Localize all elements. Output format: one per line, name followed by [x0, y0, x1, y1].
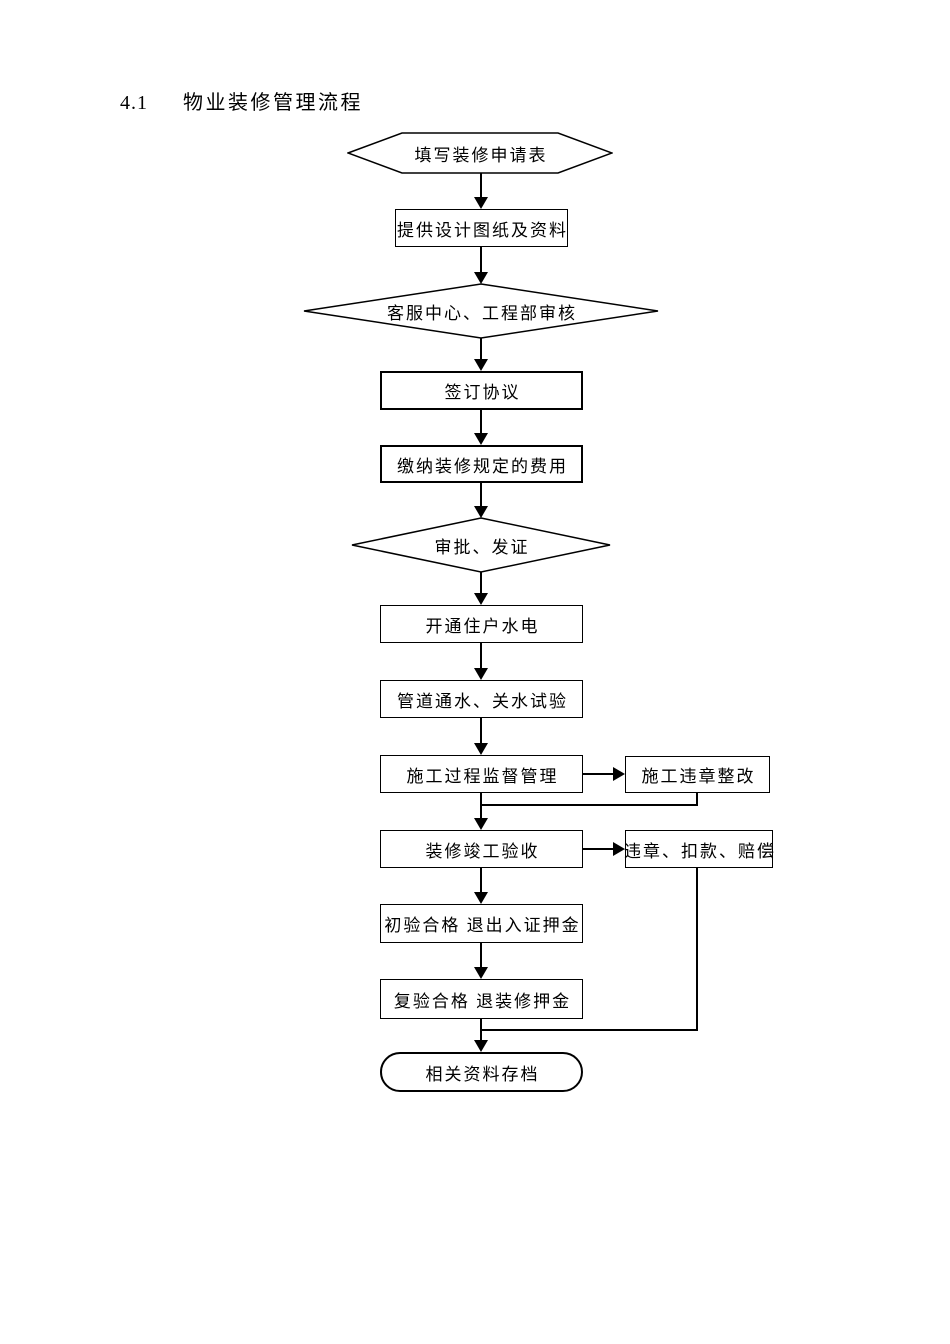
flow-node-label: 施工过程监督管理	[406, 766, 559, 786]
connector-line	[480, 943, 482, 968]
feedback-line-vertical	[696, 793, 698, 806]
arrowhead-down	[474, 506, 488, 518]
connector-line	[480, 247, 482, 273]
arrowhead-down	[474, 272, 488, 284]
flow-node-provide-drawings: 提供设计图纸及资料	[395, 209, 568, 247]
flow-node-penalty: 违章、扣款、赔偿	[624, 830, 776, 868]
connector-line	[583, 848, 616, 850]
flow-node-review: 客服中心、工程部审核	[303, 283, 659, 339]
connector-line	[480, 1019, 482, 1041]
arrowhead-down	[474, 359, 488, 371]
flow-node-label: 复验合格 退装修押金	[393, 991, 572, 1011]
flow-node-recheck-pass: 复验合格 退装修押金	[380, 979, 583, 1019]
flow-node-label: 客服中心、工程部审核	[387, 303, 577, 323]
connector-line	[480, 338, 482, 360]
flow-node-completion-acceptance: 装修竣工验收	[380, 830, 583, 868]
connector-line	[480, 483, 482, 507]
flow-node-label: 施工违章整改	[641, 767, 756, 786]
arrowhead-right	[613, 767, 625, 781]
connector-line	[480, 793, 482, 819]
feedback-line-horizontal	[480, 804, 698, 806]
hexagon-shape	[347, 132, 613, 174]
flow-node-label: 审批、发证	[434, 537, 530, 557]
flow-node-label: 开通住户水电	[425, 616, 540, 636]
flow-node-label: 违章、扣款、赔偿	[624, 841, 776, 861]
feedback-line-vertical	[696, 868, 698, 1031]
flow-node-label: 填写装修申请表	[414, 145, 548, 165]
flow-node-pipe-test: 管道通水、关水试验	[380, 680, 583, 718]
flow-node-open-utilities: 开通住户水电	[380, 605, 583, 643]
connector-line	[480, 868, 482, 893]
flow-node-supervision: 施工过程监督管理	[380, 755, 583, 793]
connector-line	[480, 173, 482, 198]
page-title: 物业装修管理流程	[183, 92, 363, 114]
flow-node-archive: 相关资料存档	[380, 1052, 583, 1092]
flow-node-label: 相关资料存档	[425, 1064, 540, 1084]
arrowhead-down	[474, 967, 488, 979]
flow-node-label: 缴纳装修规定的费用	[397, 456, 568, 476]
arrowhead-right	[613, 842, 625, 856]
arrowhead-down	[474, 743, 488, 755]
flow-node-label: 初验合格 退出入证押金	[384, 916, 581, 935]
section-heading: 4.1 物业装修管理流程	[120, 86, 363, 115]
flow-node-label: 签订协议	[444, 383, 521, 402]
arrowhead-down	[474, 818, 488, 830]
flow-node-label: 提供设计图纸及资料	[397, 220, 568, 240]
connector-line	[480, 643, 482, 669]
flow-node-initial-pass: 初验合格 退出入证押金	[380, 904, 583, 943]
feedback-line-horizontal	[480, 1029, 698, 1031]
arrowhead-down	[474, 668, 488, 680]
connector-line	[480, 718, 482, 744]
connector-line	[583, 773, 616, 775]
arrowhead-down	[474, 1040, 488, 1052]
connector-line	[480, 572, 482, 594]
connector-line	[480, 410, 482, 434]
flow-node-sign-agreement: 签订协议	[380, 371, 583, 410]
flow-node-violation-rectify: 施工违章整改	[625, 756, 770, 793]
arrowhead-down	[474, 892, 488, 904]
arrowhead-down	[474, 593, 488, 605]
flow-node-approve-certify: 审批、发证	[351, 517, 611, 573]
arrowhead-down	[474, 197, 488, 209]
flow-node-label: 管道通水、关水试验	[397, 691, 568, 711]
flow-node-label: 装修竣工验收	[425, 841, 540, 861]
flow-node-pay-fees: 缴纳装修规定的费用	[380, 445, 583, 483]
section-number: 4.1	[120, 92, 148, 114]
flow-node-fill-application: 填写装修申请表	[347, 132, 613, 174]
arrowhead-down	[474, 433, 488, 445]
